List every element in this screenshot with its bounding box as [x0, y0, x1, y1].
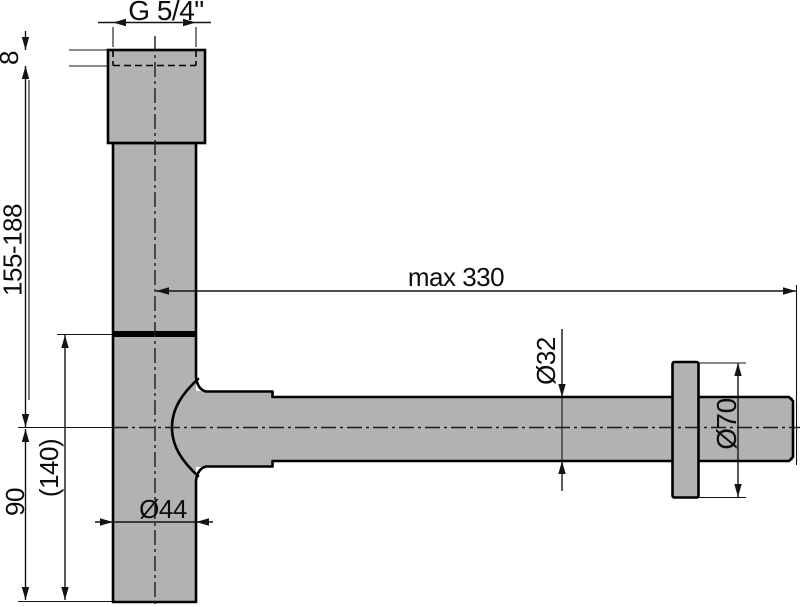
outlet-connector [196, 391, 273, 467]
flange-diameter-dim-label: Ø70 [711, 398, 742, 449]
thread-dashed-line [112, 50, 197, 67]
thread-cap-nut [106, 48, 207, 145]
body-depth-dim-label: (140) [34, 439, 64, 497]
outlet-pipe [272, 397, 793, 461]
thread-size-label: G 5/4" [128, 0, 203, 26]
max-reach-dim-label: max 330 [408, 262, 504, 292]
adjustable-height-dim-label: 155-188 [0, 204, 28, 296]
pipe-diameter-dim-label: Ø32 [531, 337, 561, 385]
siphon-body [106, 48, 795, 604]
outlet-height-dim-label: 90 [0, 488, 30, 516]
wall-flange [671, 360, 700, 499]
dimension-arrows [21, 18, 796, 600]
centerlines [113, 36, 800, 607]
dimension-labels: G 5/4" 8 155-188 max 330 Ø32 Ø70 (140) 9… [0, 0, 742, 524]
cap-height-dim-label: 8 [0, 51, 24, 65]
body-diameter-dim-label: Ø44 [139, 494, 187, 524]
